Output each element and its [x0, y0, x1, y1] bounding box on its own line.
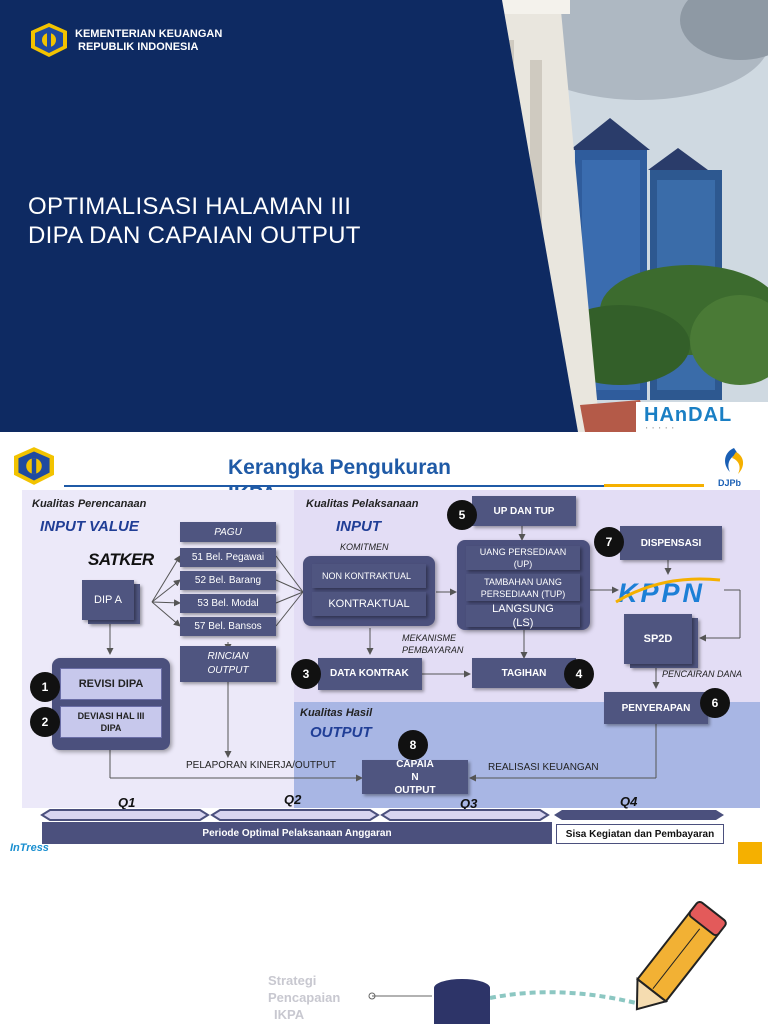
data-kontrak-box[interactable]: DATA KONTRAK	[318, 658, 422, 690]
up-tup-box[interactable]: UP DAN TUP	[472, 496, 576, 526]
quarter-q4: Q4	[620, 794, 638, 809]
input-label: INPUT	[336, 518, 381, 535]
komitmen-label: KOMITMEN	[340, 542, 389, 552]
step-badge-6: 6	[700, 688, 730, 718]
output-label: OUTPUT	[310, 724, 372, 741]
pagu-box[interactable]: PAGU	[180, 522, 276, 542]
title-line-1: OPTIMALISASI HALAMAN III	[28, 193, 352, 220]
dipa-document[interactable]: DIP A	[82, 580, 134, 620]
penyerapan-box[interactable]: PENYERAPAN	[604, 692, 708, 724]
step-badge-1: 1	[30, 672, 60, 702]
ministry-line-1: KEMENTERIAN KEUANGAN	[75, 28, 223, 40]
step-badge-4: 4	[564, 659, 594, 689]
kontraktual-box[interactable]: KONTRAKTUAL	[312, 592, 426, 616]
quarter-q2: Q2	[284, 792, 302, 807]
strategi-line-1: Strategi	[268, 973, 317, 988]
strategi-line-3: IKPA	[274, 1007, 305, 1022]
title-line-2: DIPA DAN CAPAIAN OUTPUT	[28, 222, 361, 249]
mekanisme-pembayaran-label: MEKANISME PEMBAYARAN	[402, 633, 464, 655]
revisi-dipa-box[interactable]: REVISI DIPA	[60, 668, 162, 700]
framework-slide: Kerangka Pengukuran IKPA DJPb Kualitas P…	[0, 432, 768, 864]
kemenkeu-logo-icon	[14, 447, 54, 485]
pencairan-dana-label: PENCAIRAN DANA	[662, 669, 743, 679]
dipa-label: DIP A	[94, 593, 122, 606]
tambahan-uang-box[interactable]: TAMBAHAN UANG PERSEDIAAN (TUP)	[466, 574, 580, 601]
quarter-q1: Q1	[118, 795, 136, 810]
input-value-label: INPUT VALUE	[40, 518, 139, 535]
quarter-q3: Q3	[460, 796, 478, 811]
building-photo	[0, 0, 768, 432]
quarter-timeline-arrows	[40, 809, 724, 821]
belanja-barang-box[interactable]: 52 Bel. Barang	[180, 571, 276, 590]
slide-title: OPTIMALISASI HALAMAN III DIPA DAN CAPAIA…	[28, 192, 361, 250]
periode-optimal-bar: Periode Optimal Pelaksanaan Anggaran	[42, 822, 552, 844]
handal-logo-word: HAnDAL	[644, 404, 733, 426]
handal-logo: HAnDAL ▪ ▪ ▪ ▪ ▪	[636, 402, 768, 432]
title-slide: KEMENTERIAN KEUANGAN REPUBLIK INDONESIA …	[0, 0, 768, 432]
kemenkeu-logo-icon	[31, 23, 67, 57]
non-kontraktual-box[interactable]: NON KONTRAKTUAL	[312, 564, 426, 588]
step-badge-8: 8	[398, 730, 428, 760]
belanja-bansos-box[interactable]: 57 Bel. Bansos	[180, 617, 276, 636]
realisasi-keuangan-label: REALISASI KEUANGAN	[488, 762, 599, 773]
step-badge-7: 7	[594, 527, 624, 557]
strategy-slide-partial: Strategi Pencapaian IKPA	[0, 864, 768, 1024]
title-rule-accent	[604, 484, 704, 487]
deviasi-hal-iii-box[interactable]: DEVIASI HAL III DIPA	[60, 706, 162, 738]
strategi-label: Strategi Pencapaian IKPA	[268, 972, 340, 1023]
planning-quality-label: Kualitas Perencanaan	[32, 498, 147, 510]
strategi-line-2: Pencapaian	[268, 990, 341, 1005]
kppn-swoosh-icon	[615, 577, 721, 604]
intress-logo: InTress	[10, 842, 49, 854]
title-rule	[64, 485, 604, 487]
belanja-pegawai-box[interactable]: 51 Bel. Pegawai	[180, 548, 276, 567]
step-badge-3: 3	[291, 659, 321, 689]
orange-accent-square	[738, 842, 762, 864]
handal-tagline-mark: ▪ ▪ ▪ ▪ ▪	[646, 425, 676, 430]
langsung-box[interactable]: LANGSUNG (LS)	[466, 603, 580, 629]
pelaporan-kinerja-label: PELAPORAN KINERJA/OUTPUT	[186, 760, 337, 771]
sp2d-document[interactable]: SP2D	[624, 614, 692, 664]
result-quality-label: Kualitas Hasil	[300, 707, 373, 719]
uang-persediaan-box[interactable]: UANG PERSEDIAAN (UP)	[466, 546, 580, 570]
dispensasi-box[interactable]: DISPENSASI	[620, 526, 722, 560]
step-badge-2: 2	[30, 707, 60, 737]
satker-label: SATKER	[88, 550, 154, 569]
ministry-line-2: REPUBLIK INDONESIA	[78, 41, 199, 53]
belanja-modal-box[interactable]: 53 Bel. Modal	[180, 594, 276, 613]
djpb-label: DJPb	[718, 478, 742, 488]
tagihan-box[interactable]: TAGIHAN	[472, 658, 576, 688]
capaian-output-box[interactable]: CAPAIA N OUTPUT	[362, 759, 468, 796]
rincian-output-box[interactable]: RINCIAN OUTPUT	[180, 646, 276, 682]
framework-title-line-1: Kerangka Pengukuran	[228, 456, 451, 479]
execution-quality-label: Kualitas Pelaksanaan	[306, 498, 419, 510]
djpb-logo-icon	[725, 448, 744, 474]
strategy-illustration	[368, 900, 727, 1024]
step-badge-5: 5	[447, 500, 477, 530]
ministry-name: KEMENTERIAN KEUANGAN REPUBLIK INDONESIA	[75, 28, 222, 54]
sisa-kegiatan-bar: Sisa Kegiatan dan Pembayaran	[556, 824, 724, 844]
